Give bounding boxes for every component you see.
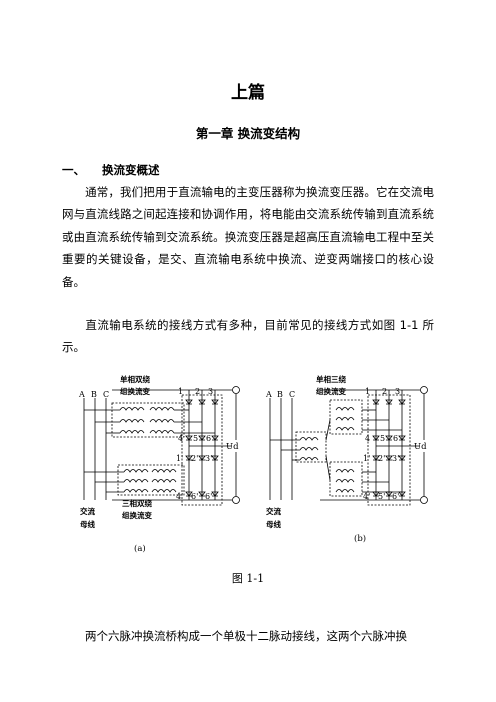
a-node-2: 2: [195, 387, 200, 396]
a-node-1p: 1': [176, 454, 183, 463]
diagram-a: [83, 386, 240, 506]
section-heading: 一、 换流变概述: [62, 162, 160, 178]
a-node-5: 5: [193, 434, 198, 443]
b-dc-label: Ud: [414, 442, 427, 452]
part-title: 上篇: [231, 83, 265, 103]
a-bus-1: 交流: [80, 506, 95, 516]
a-phase-c: C: [103, 390, 109, 399]
a-node-3p: 3': [205, 454, 212, 463]
b-node-1: 1: [365, 387, 370, 396]
figure-caption: 图 1-1: [231, 572, 265, 585]
b-node-6p: 6': [392, 492, 399, 501]
section-number: 一、: [62, 163, 85, 177]
a-node-4p: 4': [176, 492, 183, 501]
b-phase-b: B: [277, 390, 283, 399]
paragraph-1-text: 通常，我们把用于直流输电的主变压器称为换流变压器。它在交流电网与直流线路之间起连…: [62, 185, 434, 289]
a-dc-label: Ud: [226, 442, 239, 452]
paragraph-2-text: 直流输电系统的接线方式有多种，目前常见的接线方式如图 1-1 所示。: [62, 318, 434, 355]
a-node-2p: 2': [191, 454, 198, 463]
b-node-4: 4: [365, 434, 370, 443]
a-phase-b: B: [91, 390, 97, 399]
diagram-b: [269, 386, 428, 506]
b-node-1p: 1': [363, 454, 370, 463]
section-title: 换流变概述: [102, 163, 160, 177]
paragraph-2: 直流输电系统的接线方式有多种，目前常见的接线方式如图 1-1 所示。: [62, 314, 434, 359]
a-node-1: 1: [178, 387, 183, 396]
b-phase-c: C: [289, 390, 295, 399]
b-bus-1: 交流: [266, 506, 281, 516]
b-label-top-1: 单相三绕: [316, 374, 346, 384]
b-node-3: 3: [395, 387, 400, 396]
a-node-4: 4: [178, 434, 183, 443]
b-node-6: 6: [393, 434, 398, 443]
a-node-5p: 6': [191, 492, 198, 501]
a-label-bottom-2: 组换流变: [122, 510, 152, 520]
a-node-6p: 6': [205, 492, 212, 501]
a-bus-2: 母线: [80, 519, 95, 529]
b-node-2: 2: [382, 387, 387, 396]
b-bus-2: 母线: [266, 519, 281, 529]
paragraph-3-text: 两个六脉冲换流桥构成一个单极十二脉动接线，这两个六脉冲换: [85, 629, 407, 643]
b-node-3p: 3': [392, 454, 399, 463]
b-phase-a: A: [265, 390, 272, 399]
a-node-3: 3: [208, 387, 213, 396]
b-sub: (b): [354, 533, 366, 544]
chapter-title: 第一章 换流变结构: [195, 126, 301, 141]
paragraph-1: 通常，我们把用于直流输电的主变压器称为换流变压器。它在交流电网与直流线路之间起连…: [62, 181, 434, 293]
a-node-6: 6: [206, 434, 211, 443]
b-node-4p: 4': [363, 492, 370, 501]
paragraph-3: 两个六脉冲换流桥构成一个单极十二脉动接线，这两个六脉冲换: [62, 625, 442, 647]
b-node-5: 5: [380, 434, 385, 443]
b-node-5p: 5': [378, 492, 385, 501]
a-phase-a: A: [78, 390, 85, 399]
a-sub: (a): [134, 543, 146, 554]
b-node-2p: 2': [378, 454, 385, 463]
a-label-top-1: 单相双绕: [120, 374, 150, 384]
a-label-bottom-1: 三相双绕: [122, 498, 152, 508]
a-label-top-2: 组换流变: [120, 386, 150, 396]
b-label-top-2: 组换流变: [316, 386, 346, 396]
